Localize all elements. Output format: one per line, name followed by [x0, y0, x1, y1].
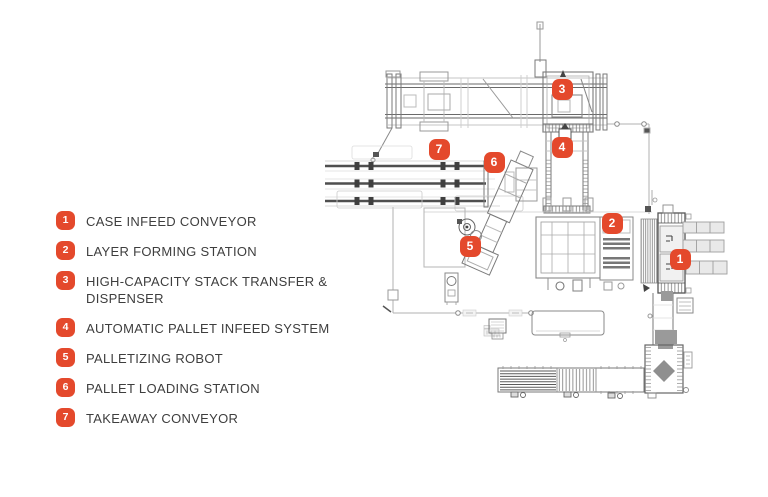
legend-item-4: 4 AUTOMATIC PALLET INFEED SYSTEM — [56, 318, 336, 337]
upper-conveyor-structure — [370, 21, 608, 163]
legend-badge-7: 7 — [56, 408, 75, 427]
legend-badge-4: 4 — [56, 318, 75, 337]
legend-item-7: 7 TAKEAWAY CONVEYOR — [56, 408, 336, 427]
diagram-marker-5: 5 — [459, 235, 481, 257]
diagram-marker-6: 6 — [483, 151, 505, 173]
legend-badge-2: 2 — [56, 241, 75, 260]
legend-label-4: AUTOMATIC PALLET INFEED SYSTEM — [86, 321, 330, 336]
diagram-marker-1: 1 — [669, 248, 691, 270]
takeaway-rail-conveyor — [325, 145, 524, 212]
legend-label-6: PALLET LOADING STATION — [86, 381, 260, 396]
legend: 1 CASE INFEED CONVEYOR 2 LAYER FORMING STAT… — [56, 211, 336, 427]
hmi-pedestals — [444, 272, 507, 340]
layer-forming-station — [535, 216, 601, 292]
legend-item-5: 5 PALLETIZING ROBOT — [56, 348, 336, 367]
legend-item-3: 3 HIGH-CAPACITY STACK TRANSFER & DISPENSE… — [56, 271, 336, 307]
legend-label-3: HIGH-CAPACITY STACK TRANSFER & DISPENSER — [86, 274, 328, 306]
diagram-marker-3: 3 — [551, 78, 573, 100]
legend-label-5: PALLETIZING ROBOT — [86, 351, 224, 366]
legend-label-7: TAKEAWAY CONVEYOR — [86, 411, 239, 426]
diagram-marker-7: 7 — [428, 138, 450, 160]
legend-badge-5: 5 — [56, 348, 75, 367]
legend-item-2: 2 LAYER FORMING STATION — [56, 241, 336, 260]
legend-badge-1: 1 — [56, 211, 75, 230]
legend-badge-3: 3 — [56, 271, 75, 290]
pallet-supply-conveyor — [497, 366, 645, 399]
staging-table — [531, 310, 605, 342]
legend-badge-6: 6 — [56, 378, 75, 397]
pallet-turntable — [644, 330, 693, 399]
legend-item-1: 1 CASE INFEED CONVEYOR — [56, 211, 336, 230]
legend-label-2: LAYER FORMING STATION — [86, 244, 257, 259]
legend-item-6: 6 PALLET LOADING STATION — [56, 378, 336, 397]
diagram-marker-4: 4 — [551, 136, 573, 158]
pallet-stacks — [682, 221, 728, 275]
diagram-marker-2: 2 — [601, 212, 623, 234]
legend-label-1: CASE INFEED CONVEYOR — [86, 214, 257, 229]
